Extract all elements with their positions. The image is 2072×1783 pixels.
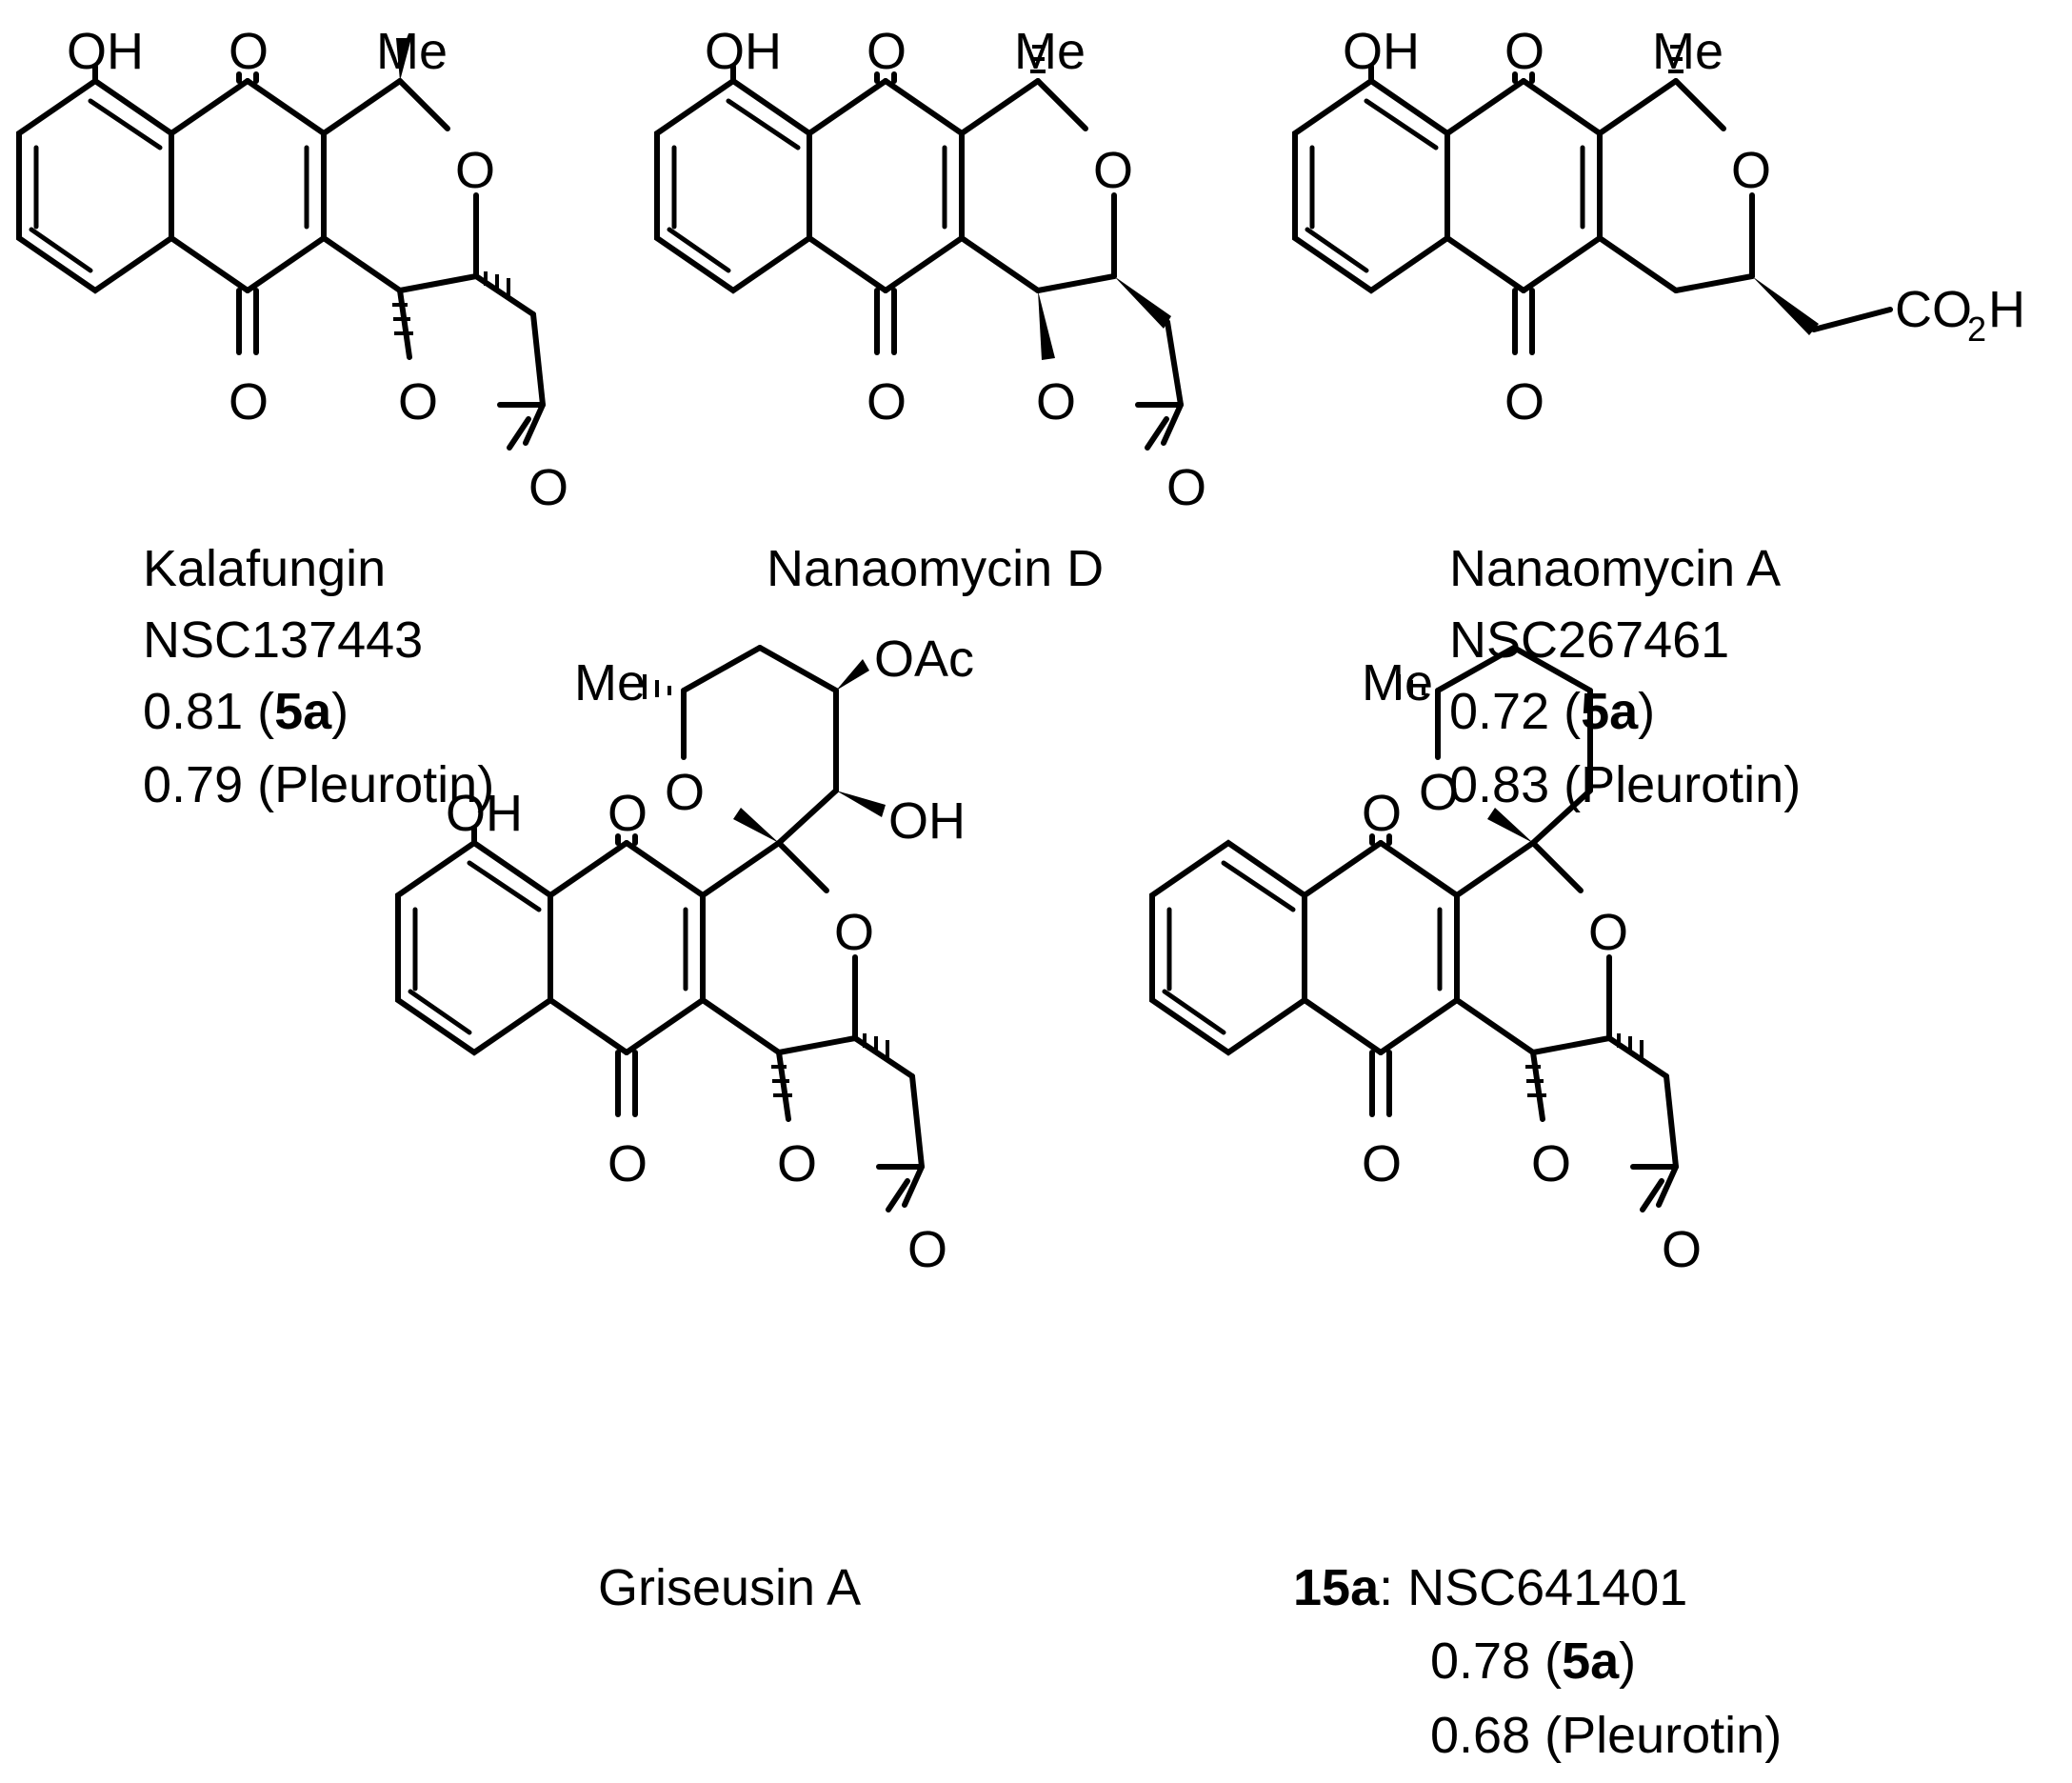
griseusin-carbonyl-o: O	[907, 1221, 947, 1278]
nanaomycin-a-quinone-o-top: O	[1504, 23, 1544, 80]
nanaomycin-a-co-label: CO	[1895, 281, 1972, 338]
nanaomycin-a-me-label: Me	[1652, 23, 1723, 80]
compound-15a-score-5a: 0.78 (5a)	[1430, 1633, 1636, 1690]
compound-15a-ring-o: O	[1419, 764, 1459, 821]
nanaomycin-a-score-pleurotin: 0.83 (Pleurotin)	[1449, 756, 1801, 813]
nanaomycin-d-lactone-o: O	[1036, 373, 1076, 431]
compound-15a-me-label: Me	[1362, 654, 1433, 711]
compound-15a-id-line: 15a: NSC641401	[1293, 1559, 1687, 1616]
compound-15a-quinone-o-bottom: O	[1362, 1135, 1402, 1192]
griseusin-pyran-o: O	[834, 904, 874, 961]
griseusin-lactone-o: O	[777, 1135, 817, 1192]
kalafungin-lactone-o: O	[398, 373, 438, 431]
kalafungin-nsc: NSC137443	[143, 611, 423, 669]
nanaomycin-a-h-label: H	[1988, 281, 2025, 338]
compound-15a-structure: O O O Me O O O	[1149, 645, 1702, 1278]
nanaomycin-d-oh-label: OH	[705, 23, 782, 80]
griseusin-sugar-oh-label: OH	[888, 792, 966, 850]
griseusin-a-caption: Griseusin A	[598, 1559, 861, 1616]
griseusin-quinone-o-bottom: O	[608, 1135, 648, 1192]
kalafungin-pyran-o: O	[455, 142, 495, 199]
griseusin-sugar-o: O	[665, 764, 705, 821]
compound-15a-pyran-o: O	[1588, 904, 1628, 961]
nanaomycin-d-pyran-o: O	[1093, 142, 1133, 199]
nanaomycin-d-structure: OH O Me O O O O	[654, 23, 1206, 516]
griseusin-a-name: Griseusin A	[598, 1559, 861, 1616]
compound-15a-caption: 15a: NSC641401 0.78 (5a) 0.68 (Pleurotin…	[1293, 1559, 1782, 1764]
griseusin-quinone-o-top: O	[608, 785, 648, 842]
compound-15a-quinone-o-top: O	[1362, 785, 1402, 842]
nanaomycin-a-caption: Nanaomycin A NSC267461 0.72 (5a) 0.83 (P…	[1449, 540, 1801, 813]
nanaomycin-a-oh-label: OH	[1343, 23, 1420, 80]
nanaomycin-d-caption: Nanaomycin D	[767, 540, 1104, 597]
kalafungin-structure: OH O Me O O O O	[16, 23, 568, 516]
nanaomycin-a-name: Nanaomycin A	[1449, 540, 1781, 597]
nanaomycin-d-carbonyl-o: O	[1166, 459, 1206, 516]
griseusin-oh-label: OH	[446, 785, 523, 842]
griseusin-me-label: Me	[574, 654, 646, 711]
nanaomycin-d-name: Nanaomycin D	[767, 540, 1104, 597]
nanaomycin-d-quinone-o-bottom: O	[867, 373, 906, 431]
kalafungin-oh-label: OH	[67, 23, 144, 80]
nanaomycin-a-structure: OH O Me O O CO 2 H	[1292, 23, 2025, 431]
nanaomycin-a-pyran-o: O	[1731, 142, 1771, 199]
griseusin-a-structure: OH O O O Me OAc OH O O O	[395, 631, 974, 1278]
kalafungin-carbonyl-o: O	[528, 459, 568, 516]
kalafungin-caption: Kalafungin NSC137443 0.81 (5a) 0.79 (Ple…	[143, 540, 494, 813]
nanaomycin-d-quinone-o-top: O	[867, 23, 906, 80]
nanaomycin-a-quinone-o-bottom: O	[1504, 373, 1544, 431]
nanaomycin-a-co2-subscript: 2	[1967, 310, 1986, 349]
compound-15a-lactone-o: O	[1531, 1135, 1571, 1192]
nanaomycin-a-score-5a: 0.72 (5a)	[1449, 683, 1655, 740]
kalafungin-name: Kalafungin	[143, 540, 386, 597]
kalafungin-quinone-o-top: O	[229, 23, 269, 80]
compound-15a-score-pleurotin: 0.68 (Pleurotin)	[1430, 1707, 1782, 1764]
compound-15a-carbonyl-o: O	[1662, 1221, 1702, 1278]
nanaomycin-a-nsc: NSC267461	[1449, 611, 1729, 669]
kalafungin-quinone-o-bottom: O	[229, 373, 269, 431]
kalafungin-score-5a: 0.81 (5a)	[143, 683, 349, 740]
griseusin-oac-label: OAc	[874, 631, 974, 688]
nanaomycin-d-me-label: Me	[1014, 23, 1086, 80]
kalafungin-score-pleurotin: 0.79 (Pleurotin)	[143, 756, 494, 813]
kalafungin-me-label: Me	[376, 23, 448, 80]
